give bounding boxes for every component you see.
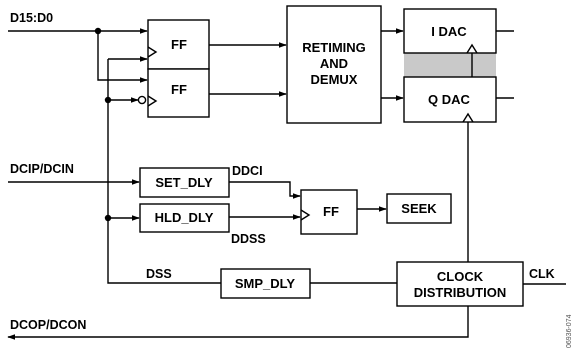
- clk-label: CLK: [529, 267, 555, 281]
- ff-bottom-block: FF: [147, 68, 210, 118]
- ff-mid-label: FF: [323, 204, 339, 219]
- dss-clock-wires: [104, 56, 397, 284]
- clock-distribution-block: CLOCK DISTRIBUTION: [396, 261, 524, 307]
- seek-label: SEEK: [401, 201, 437, 216]
- ddci-wire: [229, 181, 301, 199]
- q-dac-block: Q DAC: [403, 76, 497, 123]
- distribution-label: DISTRIBUTION: [414, 285, 506, 300]
- d15-d0-label: D15:D0: [10, 11, 53, 25]
- ddss-label: DDSS: [231, 232, 266, 246]
- smp-dly-block: SMP_DLY: [220, 268, 311, 299]
- ff-top-block: FF: [147, 19, 210, 70]
- clock-label: CLOCK: [437, 269, 484, 284]
- dcop-dcon-wire: [7, 306, 469, 340]
- and-label: AND: [320, 56, 348, 71]
- smp-dly-label: SMP_DLY: [235, 276, 296, 291]
- dcip-dcin-label: DCIP/DCIN: [10, 162, 74, 176]
- figure-id: 06936-074: [566, 314, 573, 348]
- demux-label: DEMUX: [311, 72, 358, 87]
- set-dly-label: SET_DLY: [155, 175, 213, 190]
- i-dac-block: I DAC: [403, 8, 497, 54]
- i-dac-label: I DAC: [431, 24, 467, 39]
- data-input-wires: [8, 27, 148, 83]
- set-dly-block: SET_DLY: [139, 167, 230, 198]
- ff-mid-block: FF: [300, 189, 358, 235]
- hld-dly-label: HLD_DLY: [155, 210, 214, 225]
- retiming-label: RETIMING: [302, 40, 366, 55]
- ff-bottom-label: FF: [171, 82, 187, 97]
- ddci-label: DDCI: [232, 164, 263, 178]
- retiming-demux-block: RETIMING AND DEMUX: [286, 5, 382, 124]
- ff-top-label: FF: [171, 37, 187, 52]
- seek-block: SEEK: [386, 193, 452, 224]
- hld-dly-block: HLD_DLY: [139, 203, 230, 233]
- dcop-dcon-label: DCOP/DCON: [10, 318, 86, 332]
- dss-label: DSS: [146, 267, 172, 281]
- q-dac-label: Q DAC: [428, 92, 471, 107]
